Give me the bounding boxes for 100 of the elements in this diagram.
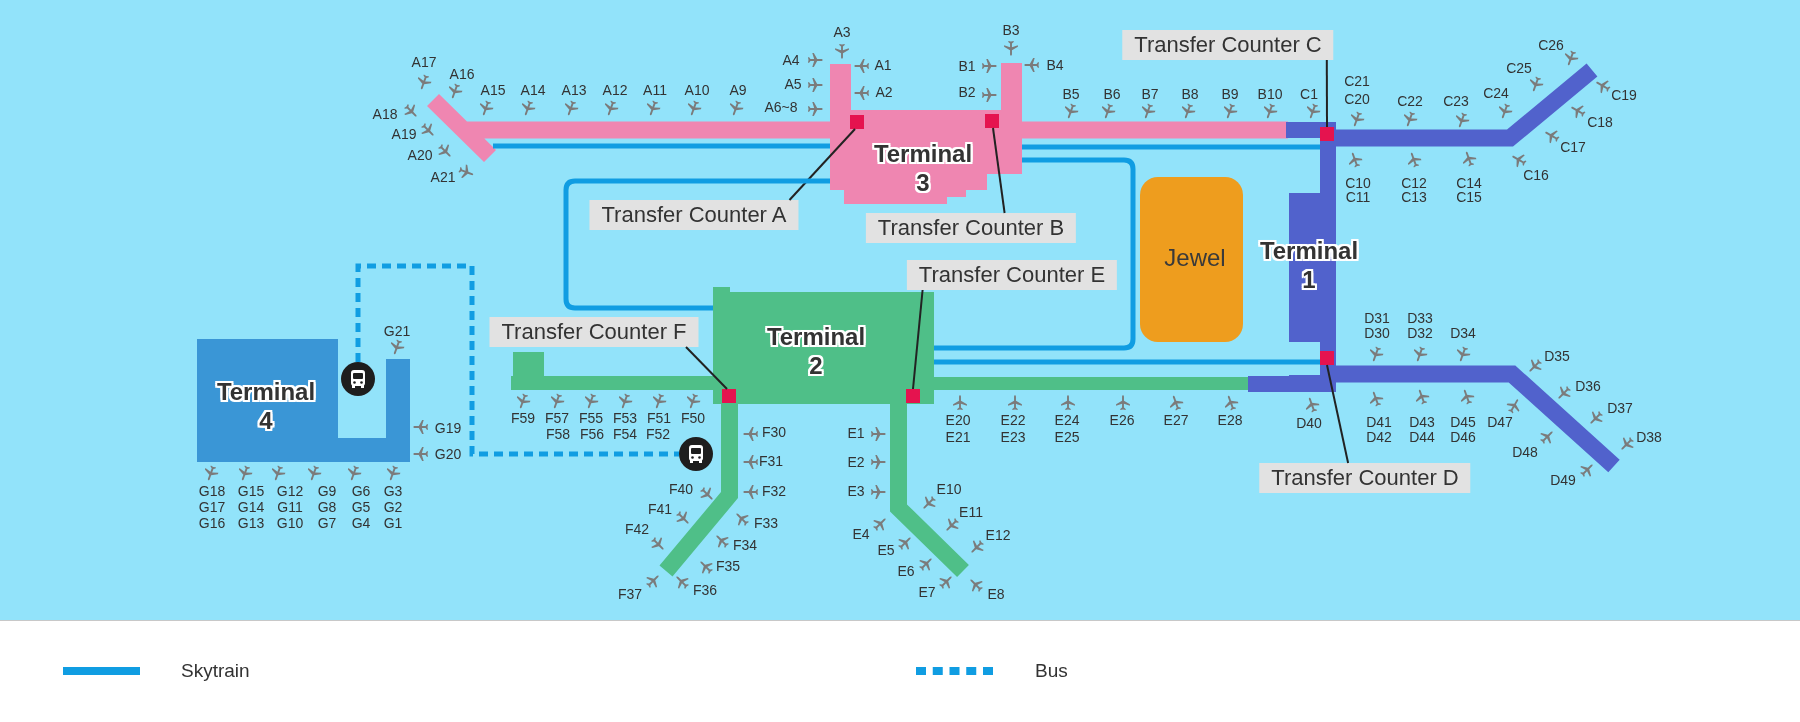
- gate-label: G14: [237, 500, 265, 514]
- terminal-building: [713, 287, 934, 404]
- gate-label: A5: [784, 77, 802, 91]
- gate-label: F37: [617, 587, 643, 601]
- gate-label: D36: [1575, 379, 1601, 393]
- gate-label: A4: [782, 53, 800, 67]
- gate-label: C17: [1560, 140, 1586, 154]
- gate-label: B8: [1181, 87, 1199, 101]
- terminal-name: Terminal 4: [215, 377, 317, 435]
- gate-label: B6: [1103, 87, 1121, 101]
- gate-label: C24: [1483, 86, 1509, 100]
- gate-label: G8: [317, 500, 337, 514]
- skytrain-line: [563, 178, 830, 311]
- marker-icon: [850, 115, 864, 129]
- callout-label: Transfer Counter F: [489, 317, 699, 347]
- gate-label: D46: [1450, 430, 1476, 444]
- legend-label: Skytrain: [181, 660, 250, 682]
- gate-label: A3: [833, 25, 851, 39]
- gate-label: E10: [936, 482, 962, 496]
- gate-label: F33: [753, 516, 779, 530]
- gate-label: D38: [1636, 430, 1662, 444]
- gate-label: F52: [645, 427, 671, 441]
- gate-label: G11: [277, 500, 303, 514]
- gate-label: C25: [1506, 61, 1532, 75]
- gate-label: D43: [1409, 415, 1435, 429]
- gate-label: G2: [383, 500, 403, 514]
- gate-label: F40: [668, 482, 694, 496]
- leader-line: [1325, 59, 1328, 128]
- gate-label: A10: [684, 83, 710, 97]
- leader-line: [1326, 364, 1350, 464]
- gate-label: F36: [692, 583, 718, 597]
- gate-label: D31: [1364, 311, 1390, 325]
- terminal-building: [197, 339, 410, 462]
- gate-label: G6: [351, 484, 371, 498]
- gate-label: G13: [237, 516, 265, 530]
- gate-label: E22: [1000, 413, 1026, 427]
- gate-label: E25: [1054, 430, 1080, 444]
- gate-label: G3: [383, 484, 403, 498]
- gate-label: A14: [520, 83, 546, 97]
- gate-label: F50: [680, 411, 706, 425]
- gate-label: E26: [1109, 413, 1135, 427]
- gate-label: G12: [276, 484, 304, 498]
- gate-label: C13: [1401, 190, 1427, 204]
- gate-label: A12: [602, 83, 628, 97]
- gate-label: G1: [383, 516, 403, 530]
- legend-label: Bus: [1035, 660, 1068, 682]
- gate-label: E1: [847, 426, 865, 440]
- skytrain-line: [934, 359, 1320, 365]
- gate-label: D33: [1407, 311, 1433, 325]
- gate-label: D41: [1366, 415, 1392, 429]
- gate-label: C16: [1523, 168, 1549, 182]
- gate-label: A6~8: [764, 100, 798, 114]
- gate-label: C1: [1300, 87, 1318, 101]
- gate-label: B5: [1062, 87, 1080, 101]
- gate-label: B3: [1002, 23, 1020, 37]
- gate-label: B10: [1257, 87, 1283, 101]
- marker-icon: [1320, 351, 1334, 365]
- gate-label: C11: [1345, 190, 1371, 204]
- leader-line: [788, 128, 856, 201]
- gate-label: E3: [847, 484, 865, 498]
- gate-label: A13: [561, 83, 587, 97]
- gate-label: C20: [1344, 92, 1370, 106]
- gate-label: D42: [1366, 430, 1392, 444]
- gate-label: A18: [372, 107, 398, 121]
- gate-label: F51: [646, 411, 672, 425]
- gate-label: E8: [987, 587, 1005, 601]
- gate-label: G21: [383, 324, 411, 338]
- gate-label: D32: [1407, 326, 1433, 340]
- skytrain-line: [934, 157, 1136, 351]
- gate-label: F53: [612, 411, 638, 425]
- gate-label: C18: [1587, 115, 1613, 129]
- gate-label: C22: [1397, 94, 1423, 108]
- gate-label: E2: [847, 455, 865, 469]
- gate-label: G19: [434, 421, 462, 435]
- gate-label: E20: [945, 413, 971, 427]
- gate-label: C19: [1611, 88, 1637, 102]
- gate-label: F35: [715, 559, 741, 573]
- gate-label: G20: [434, 447, 462, 461]
- callout-label: Transfer Counter A: [589, 200, 799, 230]
- leader-line: [992, 127, 1006, 214]
- gate-label: A15: [480, 83, 506, 97]
- gate-label: B7: [1141, 87, 1159, 101]
- skytrain-line: [1022, 144, 1320, 150]
- gate-label: E7: [918, 585, 936, 599]
- gate-label: D49: [1550, 473, 1576, 487]
- gate-label: D35: [1544, 349, 1570, 363]
- terminal-name: Terminal 3: [872, 139, 974, 197]
- gate-label: A11: [643, 83, 667, 97]
- callout-label: Transfer Counter B: [865, 213, 1077, 243]
- gate-label: E27: [1163, 413, 1189, 427]
- gate-label: A2: [875, 85, 893, 99]
- gate-label: C23: [1443, 94, 1469, 108]
- gate-label: G18: [198, 484, 226, 498]
- marker-icon: [985, 114, 999, 128]
- callout-label: Transfer Counter C: [1122, 30, 1334, 60]
- gate-label: E11: [959, 505, 983, 519]
- gate-label: E5: [877, 543, 895, 557]
- gate-label: D48: [1512, 445, 1538, 459]
- gate-label: D47: [1487, 415, 1513, 429]
- gate-label: D44: [1409, 430, 1435, 444]
